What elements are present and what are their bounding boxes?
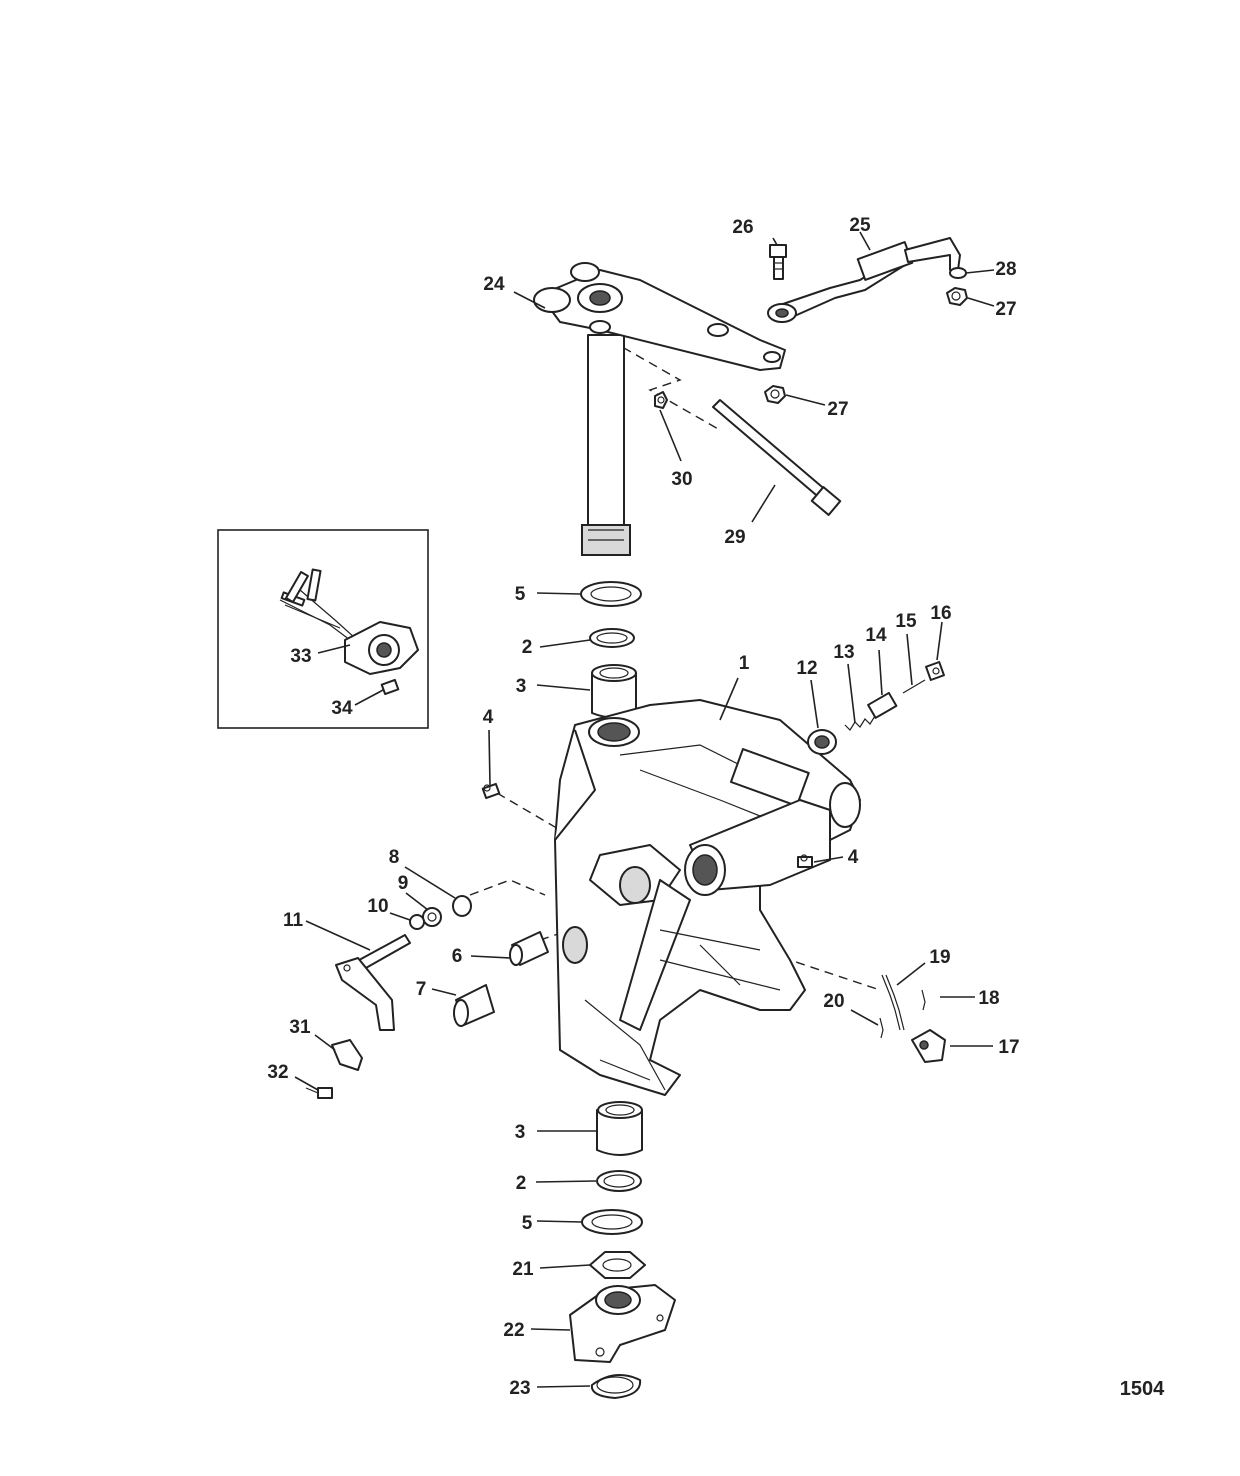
- inset-box: [217, 529, 429, 729]
- callout-2-top: 2: [522, 637, 533, 658]
- callout-29: 29: [724, 527, 745, 548]
- callout-24: 24: [483, 274, 505, 295]
- callout-14: 14: [865, 625, 887, 646]
- bushings: [453, 931, 549, 1027]
- callout-5-bottom: 5: [522, 1213, 533, 1234]
- callout-3-top: 3: [516, 676, 527, 697]
- callout-27b: 27: [827, 399, 848, 420]
- callout-16: 16: [930, 603, 951, 624]
- callout-6: 6: [452, 946, 463, 967]
- callout-9: 9: [398, 873, 409, 894]
- callout-19: 19: [929, 947, 950, 968]
- tie-bolt: [654, 391, 842, 516]
- callout-8: 8: [389, 847, 400, 868]
- callout-7: 7: [416, 979, 427, 1000]
- callout-28: 28: [995, 259, 1016, 280]
- upper-bearing-stack: [580, 581, 642, 719]
- callout-15: 15: [895, 611, 917, 632]
- callout-31: 31: [289, 1017, 311, 1038]
- steering-link-rod: [767, 237, 961, 323]
- callout-22: 22: [503, 1320, 524, 1341]
- clamp-screw: [305, 1039, 363, 1099]
- figure-number: 1504: [1120, 1378, 1165, 1400]
- callout-32: 32: [267, 1062, 288, 1083]
- callout-17: 17: [998, 1037, 1019, 1058]
- callout-2-bottom: 2: [516, 1173, 527, 1194]
- steering-arm-shaft: [533, 262, 786, 556]
- tilt-lever-parts: [335, 895, 472, 1031]
- callout-labels: 24 26 25 28 27 27 30 29 33 34 5 2 3 1 4 …: [267, 215, 1019, 1399]
- callout-5-top: 5: [515, 584, 526, 605]
- callout-18: 18: [978, 988, 999, 1009]
- callout-34: 34: [331, 698, 353, 719]
- callout-20: 20: [823, 991, 844, 1012]
- callout-11: 11: [283, 910, 304, 931]
- grease-fittings: [481, 782, 813, 868]
- callout-10: 10: [367, 896, 388, 917]
- leader-lines: [294, 231, 995, 1388]
- callout-3-bottom: 3: [515, 1122, 526, 1143]
- callout-4b: 4: [848, 847, 859, 868]
- callout-12: 12: [796, 658, 817, 679]
- callout-33: 33: [290, 646, 311, 667]
- swivel-bracket: [554, 699, 861, 1096]
- callout-21: 21: [512, 1259, 534, 1280]
- bolt-26: [769, 244, 787, 280]
- lower-stack: [569, 1101, 676, 1399]
- callout-23: 23: [509, 1378, 530, 1399]
- callout-26: 26: [732, 217, 753, 238]
- callout-1: 1: [739, 653, 750, 674]
- right-small-parts: [879, 974, 946, 1063]
- callout-13: 13: [833, 642, 854, 663]
- callout-27a: 27: [995, 299, 1016, 320]
- callout-4a: 4: [483, 707, 494, 728]
- callout-30: 30: [671, 469, 692, 490]
- callout-25: 25: [849, 215, 871, 236]
- nuts-washers: [764, 267, 968, 404]
- tilt-lock-parts: [807, 661, 945, 755]
